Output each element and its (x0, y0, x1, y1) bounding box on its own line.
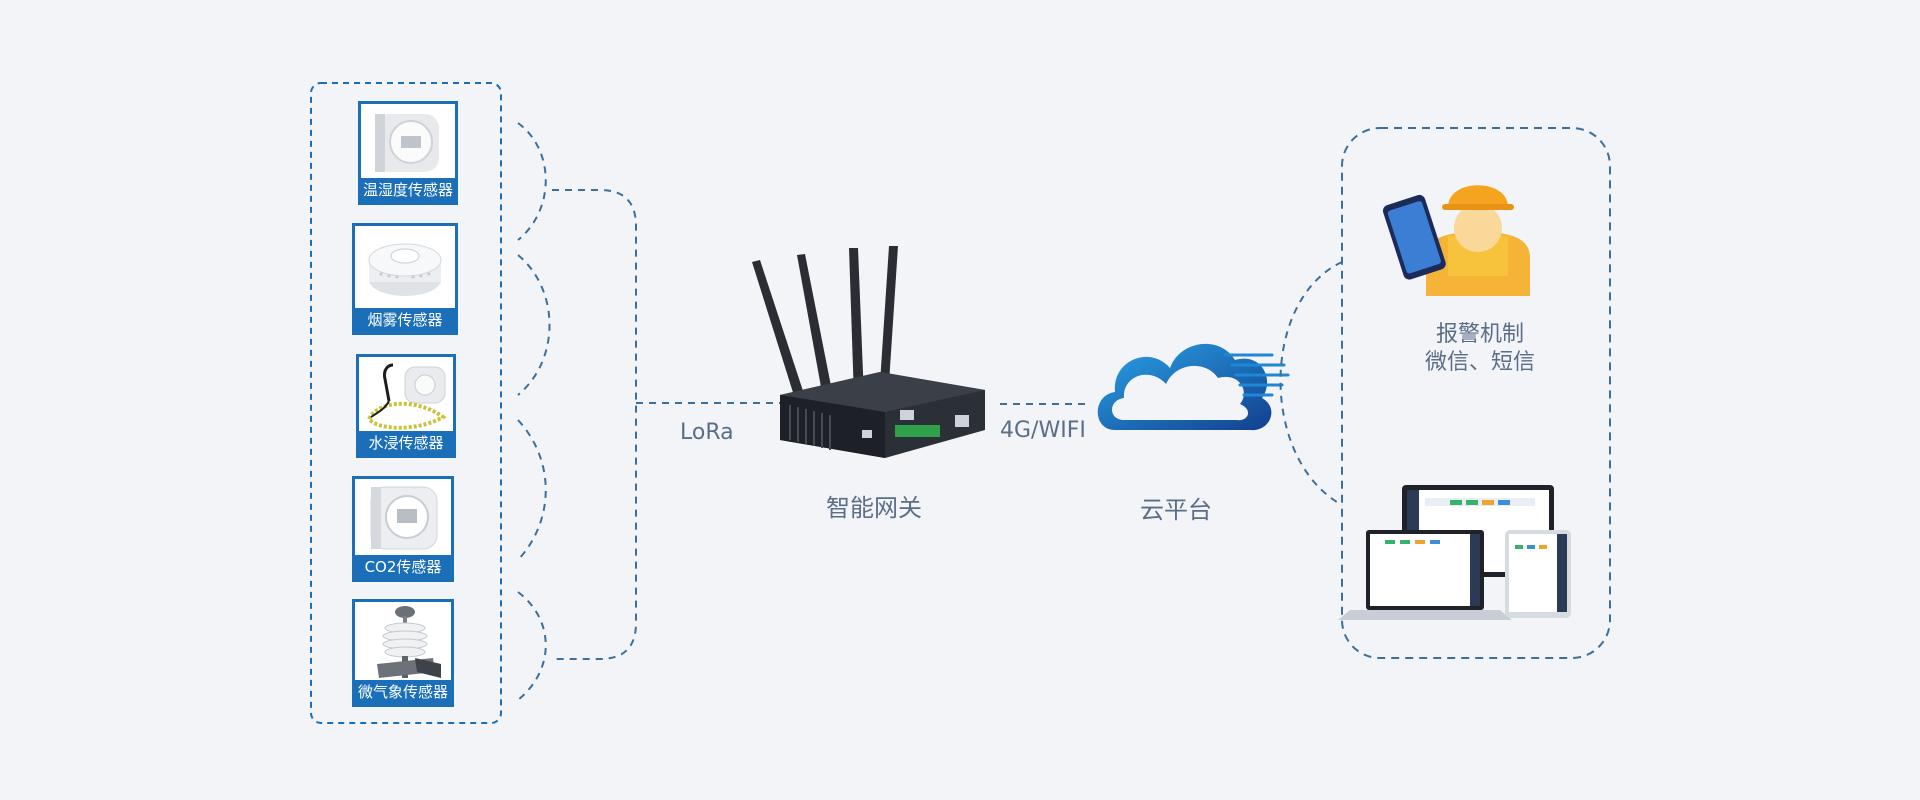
cloud-to-apps-arc (1279, 261, 1343, 506)
sensor-connector-arcs (517, 122, 551, 701)
uplink-link-label: 4G/WIFI (1000, 418, 1086, 443)
weather-station-icon (355, 602, 451, 680)
sensor-group-frame (310, 82, 502, 724)
application-group-frame (1341, 127, 1611, 659)
sensor-label: 微气象传感器 (355, 680, 451, 704)
alarm-mechanism-label: 报警机制 (1436, 322, 1525, 347)
lora-link-label: LoRa (680, 420, 734, 445)
sensor-bracket (552, 189, 637, 660)
cloud-icon (1097, 343, 1290, 431)
cloud-platform-label: 云平台 (1140, 496, 1212, 524)
sensor-label: CO2传感器 (355, 555, 451, 579)
multi-device-dashboard-icon (1338, 485, 1571, 620)
sensor-label: 烟雾传感器 (355, 308, 455, 332)
thermo-hygrometer-icon (361, 104, 455, 178)
sensor-label: 温湿度传感器 (361, 178, 455, 202)
water-leak-sensor-icon (359, 357, 453, 431)
co2-sensor-icon (355, 479, 451, 555)
router-gateway-icon (752, 246, 985, 458)
sensor-card-weather: 微气象传感器 (352, 599, 454, 707)
worker-with-phone-icon (1382, 185, 1530, 296)
sensor-label: 水浸传感器 (359, 431, 453, 455)
sensor-card-smoke: 烟雾传感器 (352, 223, 458, 335)
smoke-detector-icon (355, 226, 455, 308)
gateway-label: 智能网关 (826, 494, 922, 522)
sensor-card-temp-humidity: 温湿度传感器 (358, 101, 458, 205)
alarm-channels-label: 微信、短信 (1425, 350, 1536, 375)
sensor-card-co2: CO2传感器 (352, 476, 454, 582)
sensor-card-water-leak: 水浸传感器 (356, 354, 456, 458)
